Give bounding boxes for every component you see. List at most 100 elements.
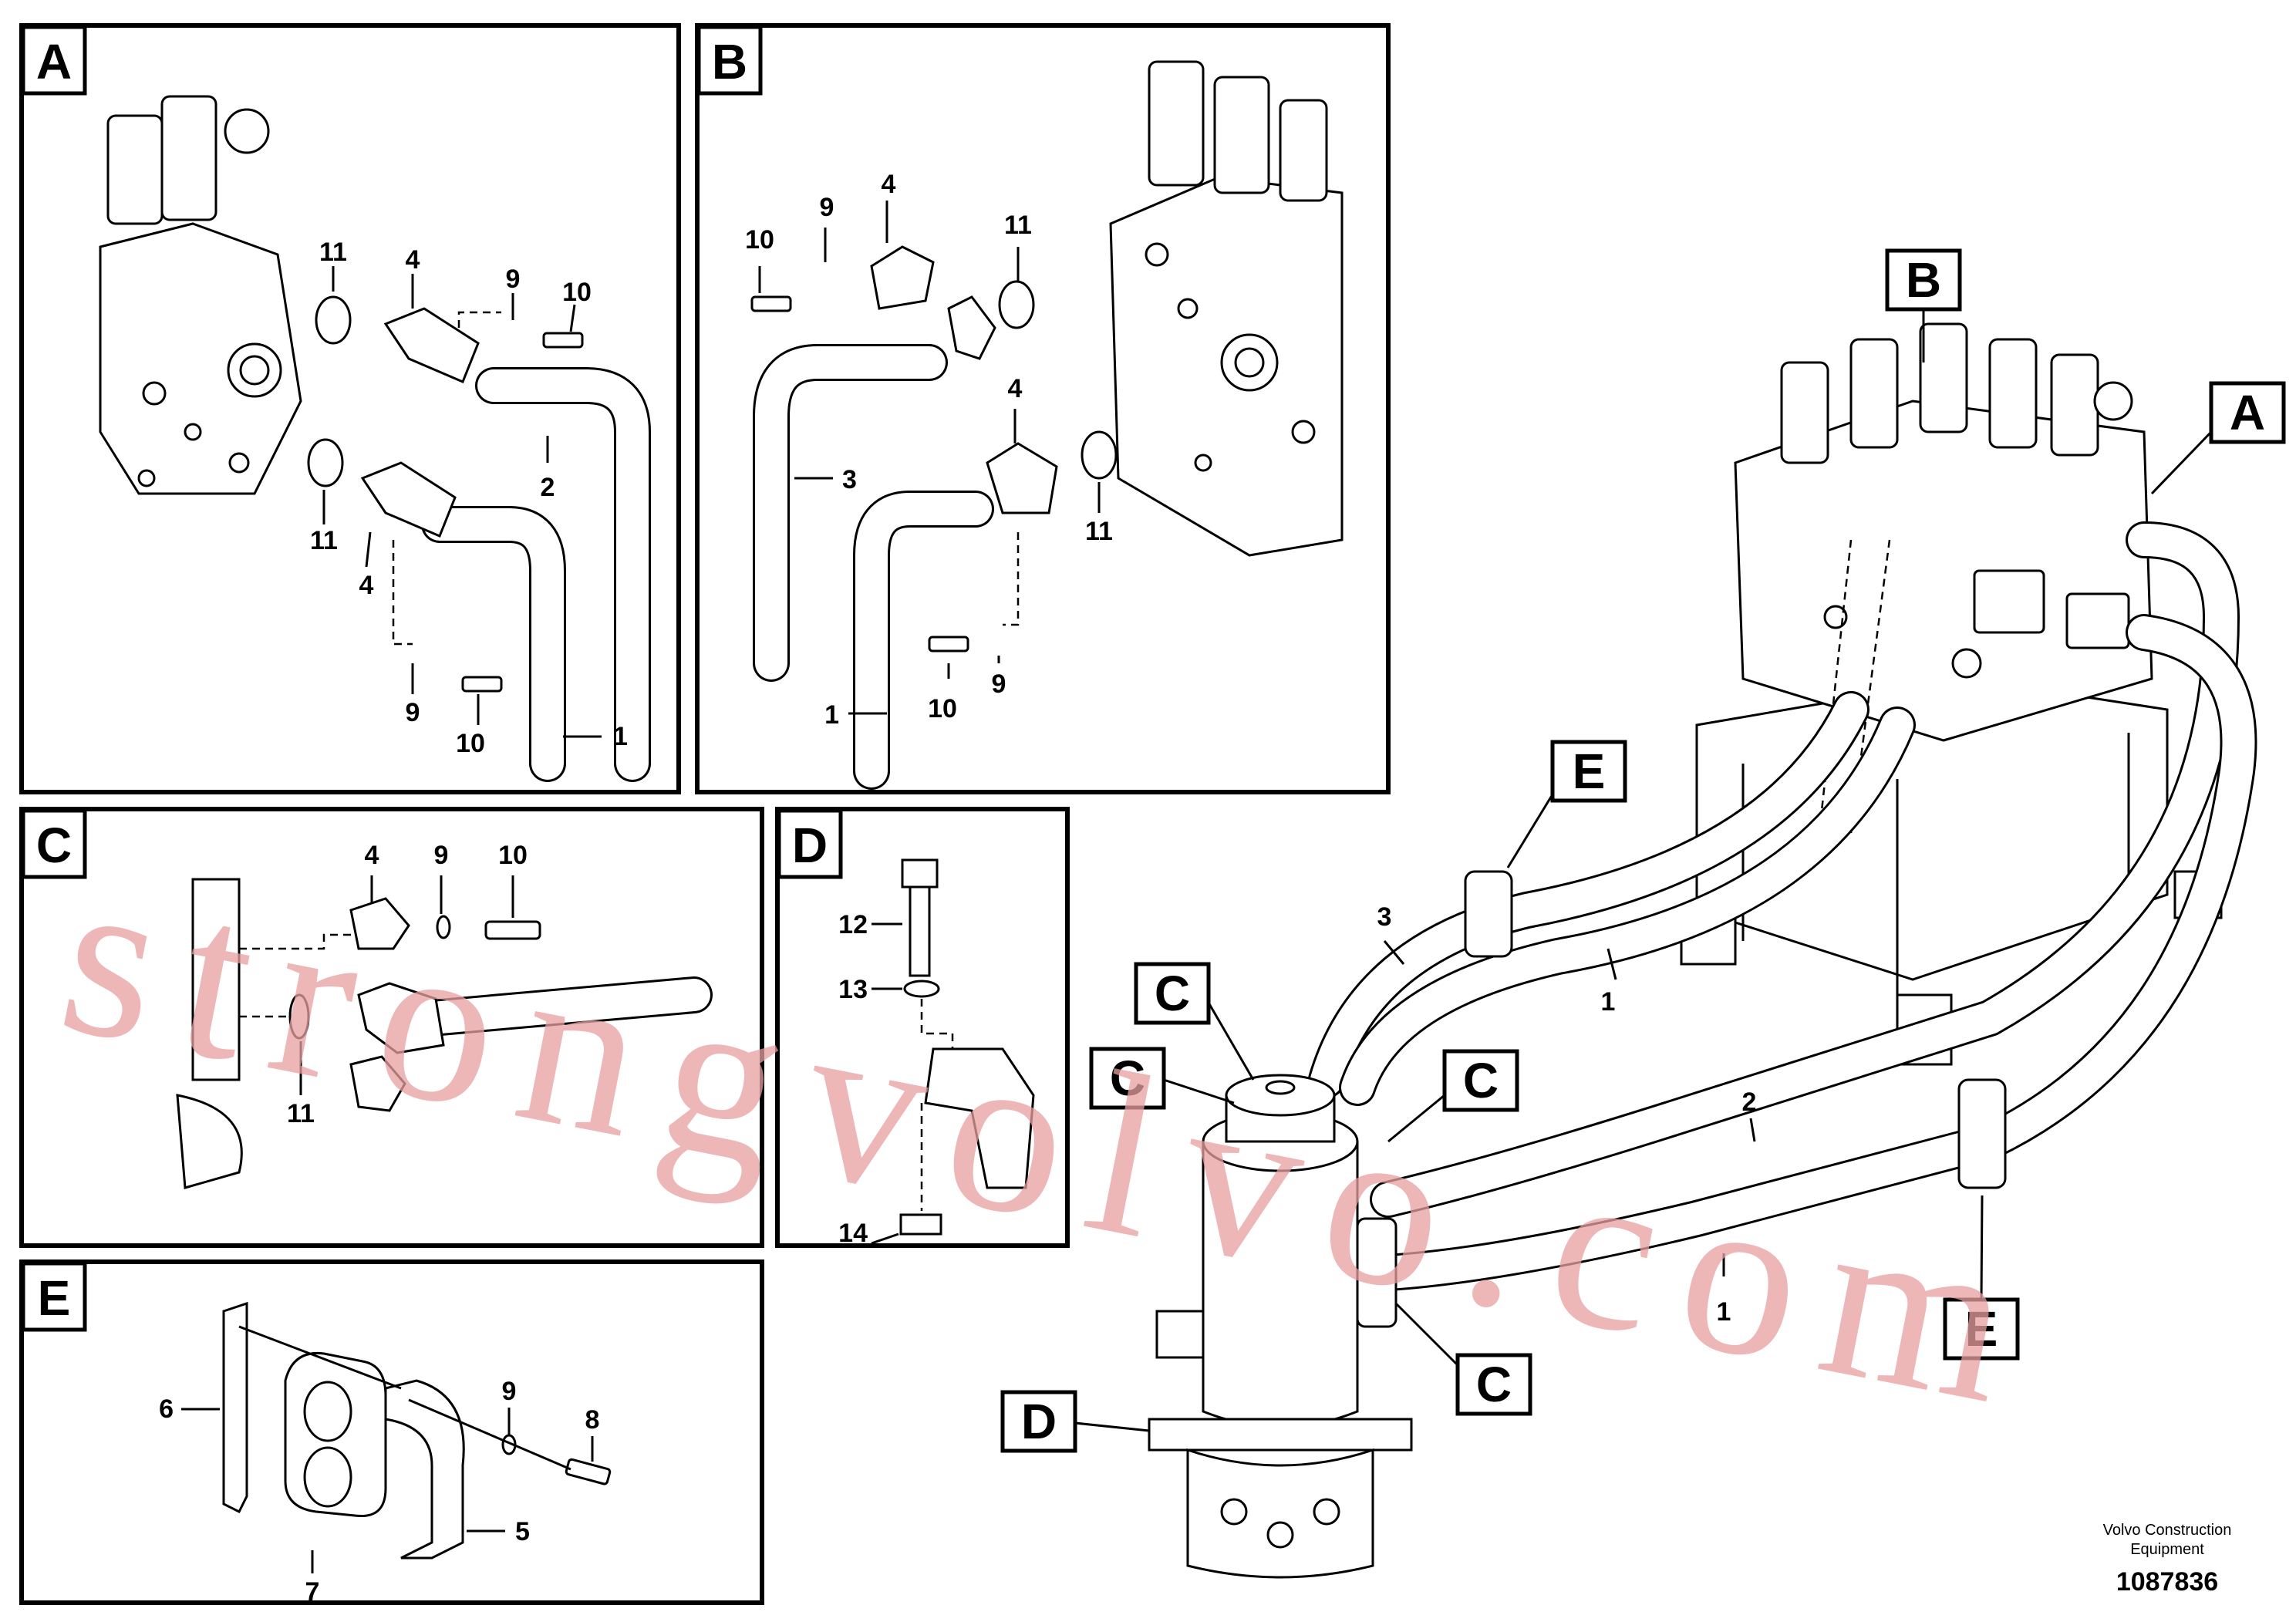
overview-tag-d-label: D [1021,1394,1057,1449]
overview-tag-d [1000,1390,1077,1453]
panel-a-tag [21,25,87,96]
overview-tag-c-lower-label: C [1476,1357,1512,1412]
panel-c-hose-fitting [357,982,445,1054]
panel-e-bracket-6 [222,1301,248,1514]
panel-c-flange-lower [349,1055,406,1112]
panel-b-flange-lower [986,442,1058,514]
panel-e: E 6 9 8 7 5 [19,1259,764,1607]
panel-a-o-ring-upper [315,295,352,345]
panel-d-tag [777,808,843,879]
panel-a-callout-1: 1 [613,722,628,751]
panel-a-bolt-lower [461,676,503,693]
panel-e-callout-9: 9 [502,1377,517,1406]
panel-e-callout-6: 6 [159,1394,174,1424]
panel-b-callout-4-lower: 4 [1008,374,1023,403]
overview-callout-1-upper: 1 [1601,987,1616,1017]
overview-tag-a [2209,381,2286,444]
panel-d-label: D [792,818,828,873]
panel-a-callout-10-upper: 10 [562,278,592,307]
overview-assembly: B A E C C C C D E 3 1 2 1 [1000,248,2286,1579]
overview-callout-3: 3 [1377,902,1392,932]
panel-b-o-ring-lower [1081,430,1118,480]
overview-control-valve [1734,322,2153,834]
panel-d: D 12 13 14 [775,807,1070,1248]
panel-b-callout-10-upper: 10 [745,225,774,255]
overview-tag-e-lower [1943,1297,2020,1361]
panel-c-callout-9: 9 [434,841,449,870]
panel-b-callout-9-lower: 9 [992,669,1006,699]
panel-a-callout-4-upper: 4 [406,245,420,275]
panel-e-callout-7: 7 [305,1577,320,1607]
panel-b-callout-11-lower: 11 [1085,517,1113,546]
panel-e-bolt-8 [565,1458,612,1485]
panel-a: A [19,23,681,794]
panel-b-callout-10-lower: 10 [928,694,957,723]
overview-callout-2: 2 [1742,1088,1757,1117]
panel-d-callout-13: 13 [838,975,868,1004]
panel-c-callout-11: 11 [287,1099,315,1128]
panel-b-bolt-lower [928,636,969,653]
panel-b-callout-9-upper: 9 [820,193,834,222]
panel-b-tag [696,25,763,96]
overview-tag-c-right [1442,1049,1519,1112]
footer-company-line2: Equipment [2130,1541,2204,1558]
overview-clamp-upper [1464,870,1513,958]
panel-d-mounting-plate [924,1047,1035,1189]
panel-d-callout-14: 14 [838,1219,868,1248]
overview-tag-a-label: A [2230,385,2265,440]
overview-tag-e-lower-label: E [1965,1301,1998,1357]
panel-c-tag [21,808,87,879]
panel-d-nut-14 [899,1213,942,1236]
panel-a-callout-9-upper: 9 [506,265,521,294]
panel-b-callout-4-upper: 4 [882,170,896,199]
overview-clamp-right [1957,1078,2007,1189]
footer-company-line1: Volvo Construction [2103,1522,2232,1539]
panel-a-callout-11-upper: 11 [319,238,347,267]
overview-tag-c-upper [1134,962,1211,1025]
overview-tag-c-left [1089,1047,1166,1110]
panel-a-callout-4-lower: 4 [359,571,374,600]
overview-tag-b-label: B [1906,252,1941,308]
panel-e-callout-8: 8 [585,1405,600,1435]
panel-a-callout-9-lower: 9 [406,698,420,727]
panel-a-label: A [36,34,72,89]
panel-e-callout-5: 5 [515,1517,530,1546]
panel-b-callout-11-upper: 11 [1004,211,1032,240]
panel-b-label: B [712,34,747,89]
panel-b-valve-block [1109,60,1344,557]
panel-b-bolt-upper [750,295,792,312]
panel-e-tag [21,1261,87,1332]
panel-a-bolt-upper [542,332,584,349]
panel-b-callout-1: 1 [824,700,839,730]
overview-callout-1-lower: 1 [1717,1297,1731,1327]
overview-tag-c-lower [1455,1353,1532,1416]
panel-b-o-ring-upper [998,280,1035,329]
panel-a-callout-11-lower: 11 [310,526,338,555]
panel-c: C 4 9 10 11 [19,807,764,1248]
overview-tag-c-right-label: C [1463,1053,1499,1108]
panel-c-callout-4: 4 [365,841,379,870]
panel-a-flange-upper [383,307,480,383]
panel-c-label: C [36,818,72,873]
panel-c-flange-upper [349,897,410,950]
panel-c-bolt [484,920,541,940]
panel-c-callout-10: 10 [498,841,528,870]
panel-b: B 10 [695,23,1391,794]
overview-tag-b [1885,248,1962,312]
panel-a-o-ring-lower [307,438,344,487]
panel-e-clamp-half-5 [384,1379,465,1560]
panel-d-callout-12: 12 [838,910,868,939]
panel-a-callout-2: 2 [541,473,555,502]
panel-b-callout-3: 3 [842,465,857,494]
panel-b-flange-upper-half [947,295,996,360]
panel-c-washer [436,915,451,939]
overview-tag-e-upper-label: E [1573,744,1606,799]
panel-d-washer-13 [903,980,940,998]
overview-tag-c-left-label: C [1110,1050,1145,1106]
footer-doc-number: 1087836 [2116,1567,2218,1597]
overview-swivel-joint [1148,1074,1413,1579]
panel-c-swivel-body [191,878,241,1081]
overview-tag-e-upper [1550,740,1627,803]
overview-tag-c-upper-label: C [1155,966,1190,1021]
